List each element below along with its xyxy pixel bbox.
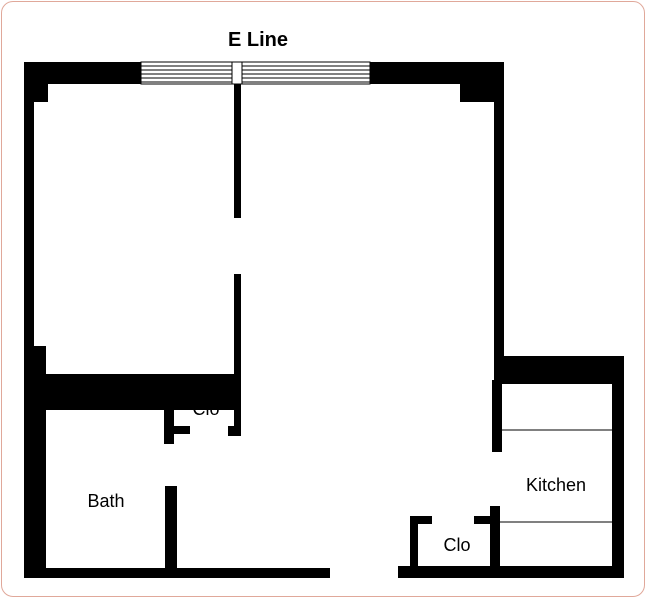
room-label-kitchen: Kitchen xyxy=(526,475,586,495)
wall-left-upper xyxy=(24,62,34,362)
wall-top-left xyxy=(24,62,141,84)
room-label-closet-upper: Clo xyxy=(192,399,219,419)
wall-partition-lower xyxy=(234,274,241,436)
wall-bottom-right xyxy=(398,566,624,578)
room-label-bath: Bath xyxy=(87,491,124,511)
wall-closet-right-jamb xyxy=(228,426,241,436)
wall-closet-left xyxy=(164,374,174,444)
kitchen-counters xyxy=(500,429,612,523)
wall-bath-top xyxy=(24,374,238,410)
wall-bath-right xyxy=(165,486,177,578)
wall-lower-closet-right xyxy=(490,506,500,572)
wall-lower-closet-door-stub xyxy=(474,516,500,524)
wall-kitchen-right xyxy=(612,356,624,578)
wall-kitchen-top xyxy=(494,356,624,384)
wall-right-upper xyxy=(494,62,504,358)
walls xyxy=(24,62,624,578)
room-label-closet-lower: Clo xyxy=(443,535,470,555)
wall-right-stub xyxy=(492,380,502,452)
wall-lower-closet-left xyxy=(410,516,418,572)
plan-title: E Line xyxy=(228,29,288,51)
wall-partition-upper xyxy=(234,84,241,218)
wall-closet-door-stub xyxy=(164,426,190,434)
window xyxy=(140,61,371,85)
wall-lower-closet-top xyxy=(410,516,432,524)
